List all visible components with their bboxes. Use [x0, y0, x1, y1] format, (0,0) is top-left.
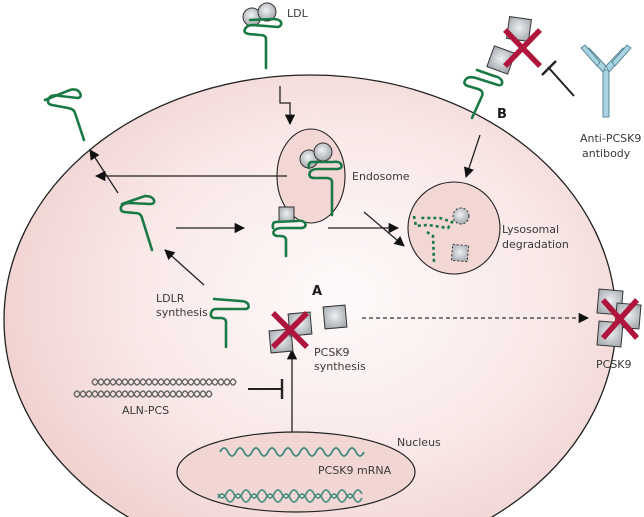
ldl-receptor-icon — [243, 17, 283, 70]
degraded-pcsk9-icon — [450, 243, 470, 263]
x-mark-icon — [503, 28, 542, 68]
t-bar-inhibit-icon — [248, 379, 284, 399]
dna-double-helix — [217, 489, 363, 503]
pcsk9-synthesis-cluster — [268, 304, 348, 354]
pcsk9-mrna-strand — [219, 447, 365, 457]
arrow-internalization — [279, 86, 296, 126]
ldl-particle-icon — [257, 2, 277, 22]
x-mark-icon — [271, 311, 309, 349]
ldl-receptor-icon — [119, 194, 156, 252]
x-mark-icon — [600, 298, 640, 340]
extracellular-pcsk9-cluster — [596, 288, 642, 348]
lysosome-label-2: degradation — [502, 238, 569, 251]
mrna-label: PCSK9 mRNA — [318, 464, 392, 477]
degraded-ldlr-icon — [412, 215, 455, 263]
ldl-label: LDL — [287, 7, 309, 20]
ldl-receptor-icon — [307, 160, 343, 217]
degraded-ldl-particle-icon — [452, 207, 470, 225]
arrow-ldlr-synthesis-to-receptor — [164, 249, 205, 286]
ldlr-synthesis-label-1: LDLR — [156, 292, 185, 305]
marker-a: A — [312, 284, 322, 299]
arrow-complex-b-to-lysosome — [464, 134, 481, 178]
pcsk9-ldlr-bound-cluster — [463, 16, 542, 120]
y-antibody-icon — [580, 44, 632, 118]
ldl-receptor-icon — [271, 219, 307, 258]
t-bar-inhibit-icon — [541, 60, 575, 97]
pcsk9-square-icon — [278, 206, 295, 223]
ldl-receptor-icon — [209, 297, 250, 349]
arrow-endosome-to-lysosome — [363, 211, 405, 247]
pcsk9-synthesis-label-2: synthesis — [314, 360, 366, 373]
nucleus-label: Nucleus — [397, 436, 441, 449]
ldlr-synthesis-label-2: synthesis — [156, 306, 208, 319]
lysosome-label-1: Lysosomal — [502, 223, 559, 236]
aln-pcs-label: ALN-PCS — [122, 404, 169, 417]
pcsk9-synthesis-label-1: PCSK9 — [314, 346, 350, 359]
lysosome — [407, 181, 501, 275]
antibody-label-2: antibody — [582, 147, 631, 160]
marker-b: B — [497, 107, 507, 122]
ldl-particle-icon — [313, 142, 333, 162]
antibody-label-1: Anti-PCSK9 — [580, 132, 641, 145]
aln-pcs-sirna-icon — [73, 378, 237, 398]
ldl-receptor-icon — [43, 88, 86, 142]
pcsk9-extracellular-label: PCSK9 — [596, 358, 632, 371]
endosome-label: Endosome — [352, 170, 410, 183]
